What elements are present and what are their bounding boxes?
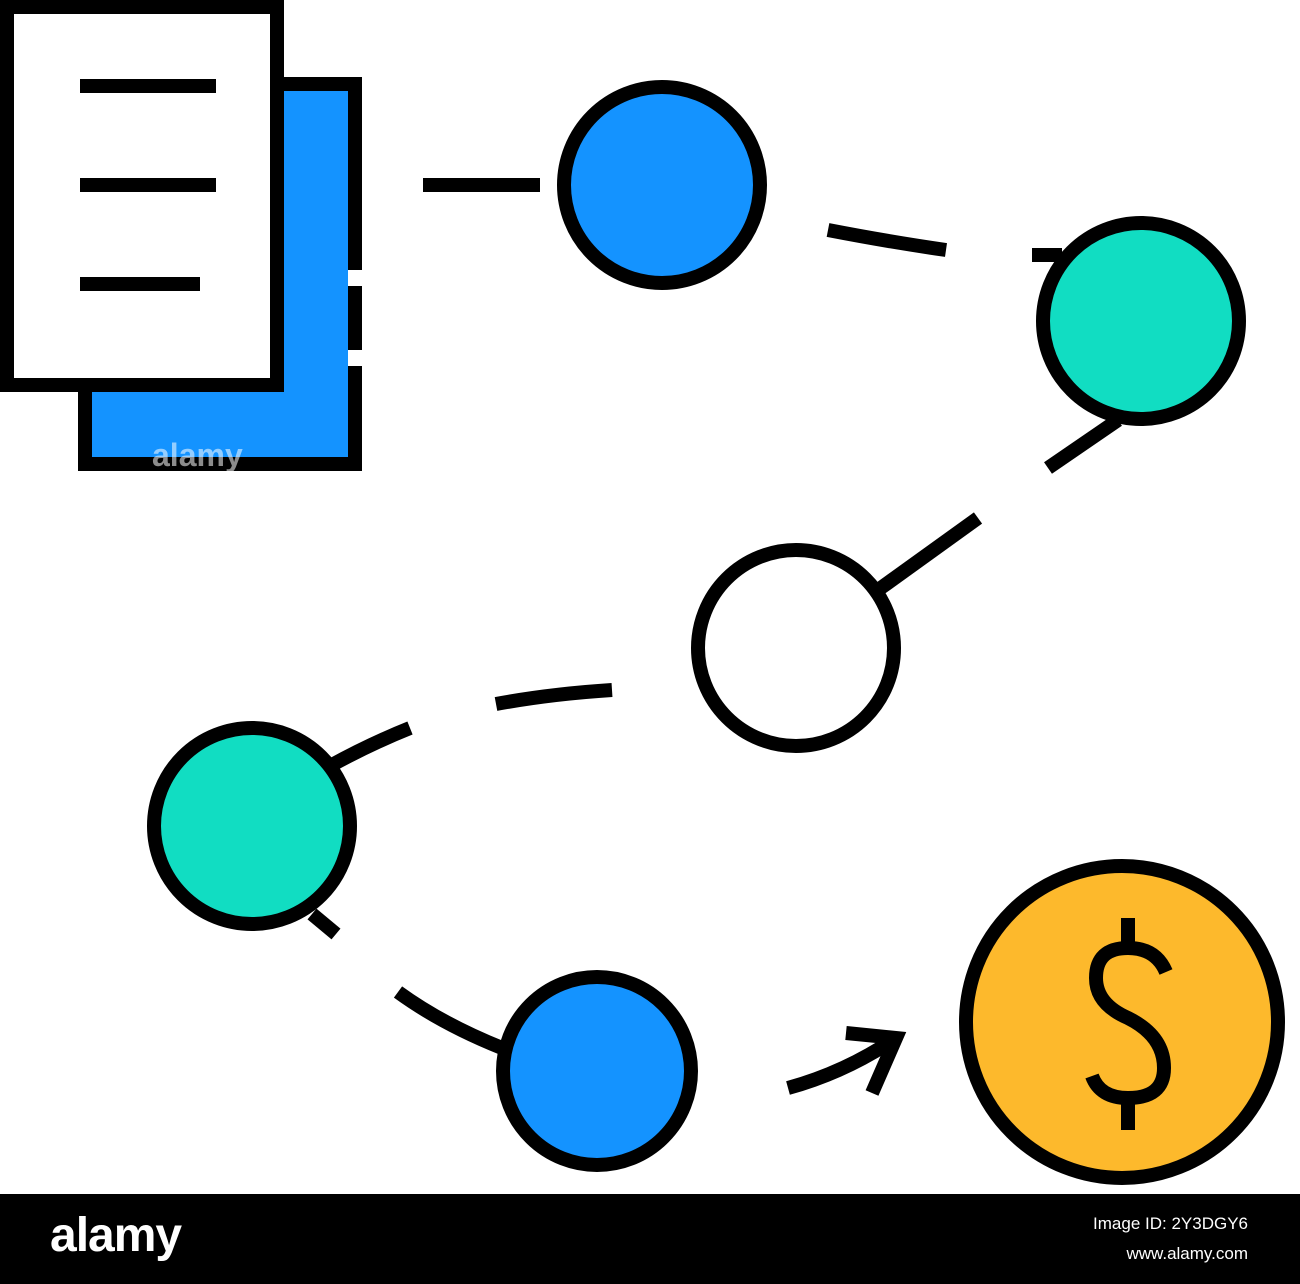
dollar-coin-icon xyxy=(959,859,1285,1185)
blue-node-icon xyxy=(557,80,767,290)
front-document xyxy=(0,0,284,392)
footer-url-link[interactable]: www.alamy.com xyxy=(1126,1244,1248,1263)
diagram-canvas: alamy xyxy=(0,0,1285,1185)
connector-dash xyxy=(307,908,341,940)
connector-dash xyxy=(393,986,505,1055)
arrow-icon xyxy=(786,1026,907,1096)
watermark: alamy xyxy=(152,437,243,473)
teal-node-icon xyxy=(1036,216,1246,426)
connector-dash xyxy=(326,721,413,773)
connector-dash xyxy=(494,683,613,711)
connector-dash xyxy=(873,512,983,596)
workflow-diagram: alamy xyxy=(0,0,1285,1185)
image-id-label: Image ID: 2Y3DGY6 xyxy=(1093,1214,1248,1233)
teal-node-icon xyxy=(147,721,357,931)
connector-dash xyxy=(1044,414,1122,474)
footer-bar: alamy Image ID: 2Y3DGY6 www.alamy.com xyxy=(0,1194,1300,1284)
connector-dash xyxy=(826,223,947,257)
outline-gap xyxy=(348,270,362,286)
outline-gap xyxy=(348,350,362,366)
footer-logo[interactable]: alamy xyxy=(50,1209,182,1262)
blue-node-icon xyxy=(496,970,698,1172)
stacked-documents-icon xyxy=(0,0,362,471)
empty-node-icon xyxy=(691,543,901,753)
